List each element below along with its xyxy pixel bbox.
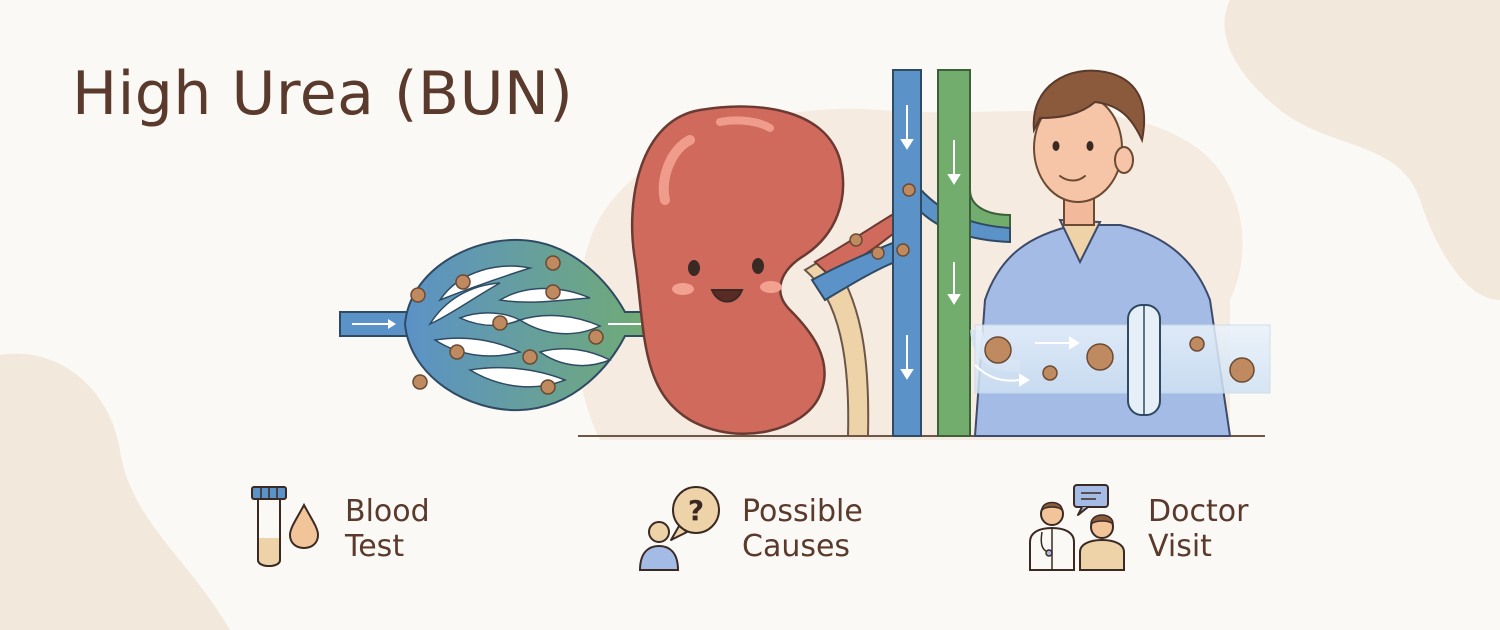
capillary-network: [403, 238, 666, 412]
page-title: High Urea (BUN): [72, 59, 574, 129]
info-label-blood-test: Blood Test: [345, 494, 430, 564]
info-label-line1: Possible: [742, 494, 863, 529]
svg-text:?: ?: [688, 494, 704, 527]
info-item-possible-causes: ? Possible Causes: [635, 480, 895, 580]
info-label-line2: Test: [345, 529, 405, 564]
main-artery: [937, 69, 971, 437]
info-label-doctor-visit: Doctor Visit: [1148, 494, 1248, 564]
urea-particles: [984, 336, 1255, 383]
flow-arrow-icon: [900, 105, 961, 380]
urea-particles: [410, 255, 604, 395]
info-item-doctor-visit: Doctor Visit: [1028, 480, 1288, 580]
blood-test-tube-icon: [251, 486, 320, 567]
ureter: [803, 253, 870, 437]
doctor-visit-icon: [1029, 484, 1125, 571]
possible-causes-question-icon: ?: [638, 486, 720, 571]
info-label-line2: Visit: [1148, 529, 1212, 564]
info-label-line1: Doctor: [1148, 494, 1249, 529]
info-label-line2: Causes: [742, 529, 851, 564]
flow-arrow-icon: [352, 319, 396, 329]
filter-tube: [970, 304, 1271, 416]
info-label-line1: Blood: [345, 494, 430, 529]
info-item-blood-test: Blood Test: [250, 480, 510, 580]
kidney-character: [630, 105, 845, 435]
flow-arrow-icon: [974, 336, 1080, 387]
info-label-possible-causes: Possible Causes: [742, 494, 863, 564]
